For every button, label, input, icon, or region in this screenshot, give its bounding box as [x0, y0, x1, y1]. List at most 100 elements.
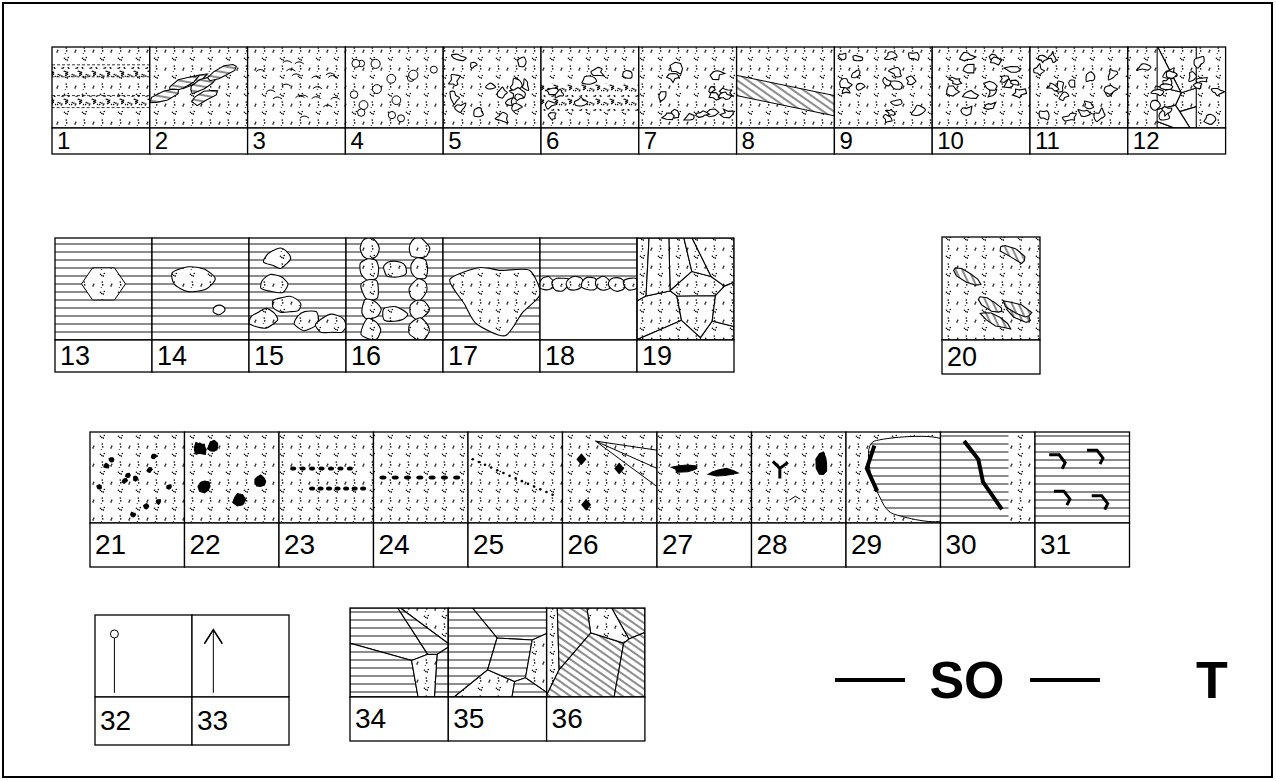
symbol-tile [279, 432, 374, 567]
number-cell [55, 340, 152, 372]
symbol-tile [1035, 432, 1130, 567]
label-text: 11 [1035, 127, 1060, 154]
symbol-tile [345, 47, 443, 154]
dash-line [1030, 678, 1100, 682]
callout-number: 14 [157, 340, 187, 372]
label-text: 27 [662, 529, 693, 560]
number-cell [443, 340, 540, 372]
symbol-code: T [1196, 650, 1228, 710]
callout-number: 10 [937, 128, 964, 154]
label-text: 20 [947, 342, 977, 372]
label-text: 22 [190, 529, 221, 560]
callout-number: 21 [95, 523, 126, 567]
number-cell [563, 523, 658, 567]
number-cell [637, 340, 734, 372]
symbol-tile [637, 238, 734, 372]
callout-number: 35 [453, 697, 484, 741]
label-text: 31 [1040, 529, 1071, 560]
number-cell [448, 697, 546, 741]
number-cell [541, 128, 639, 154]
label-text: 1 [57, 127, 70, 154]
label-text: 15 [254, 341, 284, 371]
number-cell [547, 697, 645, 741]
number-cell [846, 523, 941, 567]
number-cell [443, 128, 541, 154]
callout-number: 33 [197, 697, 228, 745]
symbol-tile [1030, 47, 1128, 154]
number-cell [468, 523, 563, 567]
callout-number: 28 [757, 523, 788, 567]
symbol-tile [443, 47, 541, 154]
callout-number: 25 [473, 523, 504, 567]
callout-number: 9 [839, 128, 852, 154]
label-text: 24 [379, 529, 410, 560]
callout-number: 13 [60, 340, 90, 372]
label-text: 5 [448, 127, 461, 154]
label-text: 2 [155, 127, 168, 154]
label-text: 28 [757, 529, 788, 560]
label-text: T [1196, 651, 1228, 709]
dash-line [835, 678, 905, 682]
symbol-tile [639, 47, 737, 154]
number-cell [1035, 523, 1130, 567]
callout-number: 20 [947, 340, 977, 374]
label-text: 18 [545, 341, 575, 371]
label-text: 33 [197, 705, 228, 736]
label-text: 17 [448, 341, 478, 371]
label-text: 19 [642, 341, 672, 371]
symbol-tile [941, 432, 1036, 567]
number-cell [346, 340, 443, 372]
number-cell [192, 697, 289, 745]
number-cell [942, 340, 1040, 374]
callout-number: 2 [155, 128, 168, 154]
callout-number: 31 [1040, 523, 1071, 567]
symbol-tile [448, 608, 546, 741]
callout-number: 23 [284, 523, 315, 567]
callout-number: 32 [100, 697, 131, 745]
callout-number: 12 [1133, 128, 1160, 154]
label-text: 8 [742, 127, 755, 154]
label-text: 10 [937, 127, 964, 154]
callout-number: 3 [253, 128, 266, 154]
symbol-tile [346, 236, 443, 372]
number-cell [941, 523, 1036, 567]
callout-number: 30 [946, 523, 977, 567]
symbol-code: SO [929, 650, 1004, 710]
callout-number: 16 [351, 340, 381, 372]
callout-number: 19 [642, 340, 672, 372]
symbol-tile [468, 432, 563, 567]
symbol-tile [152, 238, 249, 372]
symbol-tile [249, 238, 347, 372]
number-cell [932, 128, 1030, 154]
label-text: 6 [546, 127, 559, 154]
number-cell [95, 697, 192, 745]
symbol-tile [95, 615, 192, 745]
number-cell [345, 128, 443, 154]
callout-number: 22 [190, 523, 221, 567]
label-text: 4 [350, 127, 363, 154]
symbol-tile [846, 432, 951, 567]
number-cell [52, 128, 150, 154]
symbol-tile [752, 432, 847, 567]
callout-number: 8 [742, 128, 755, 154]
symbol-tile [541, 47, 639, 154]
label-text: 29 [851, 529, 882, 560]
number-cell [185, 523, 280, 567]
number-cell [248, 128, 346, 154]
label-text: 36 [552, 703, 583, 734]
symbol-tile [192, 615, 289, 745]
symbol-tile [374, 432, 469, 567]
label-text: 21 [95, 529, 126, 560]
symbol-tile [185, 432, 280, 567]
number-cell [752, 523, 847, 567]
label-text: 14 [157, 341, 187, 371]
label-text: 3 [253, 127, 266, 154]
label-text: 13 [60, 341, 90, 371]
label-text: 30 [946, 529, 977, 560]
number-cell [1030, 128, 1128, 154]
symbol-tile [1128, 47, 1226, 154]
label-text: 12 [1133, 127, 1160, 154]
outer-frame [3, 3, 1272, 777]
label-text: 35 [453, 703, 484, 734]
